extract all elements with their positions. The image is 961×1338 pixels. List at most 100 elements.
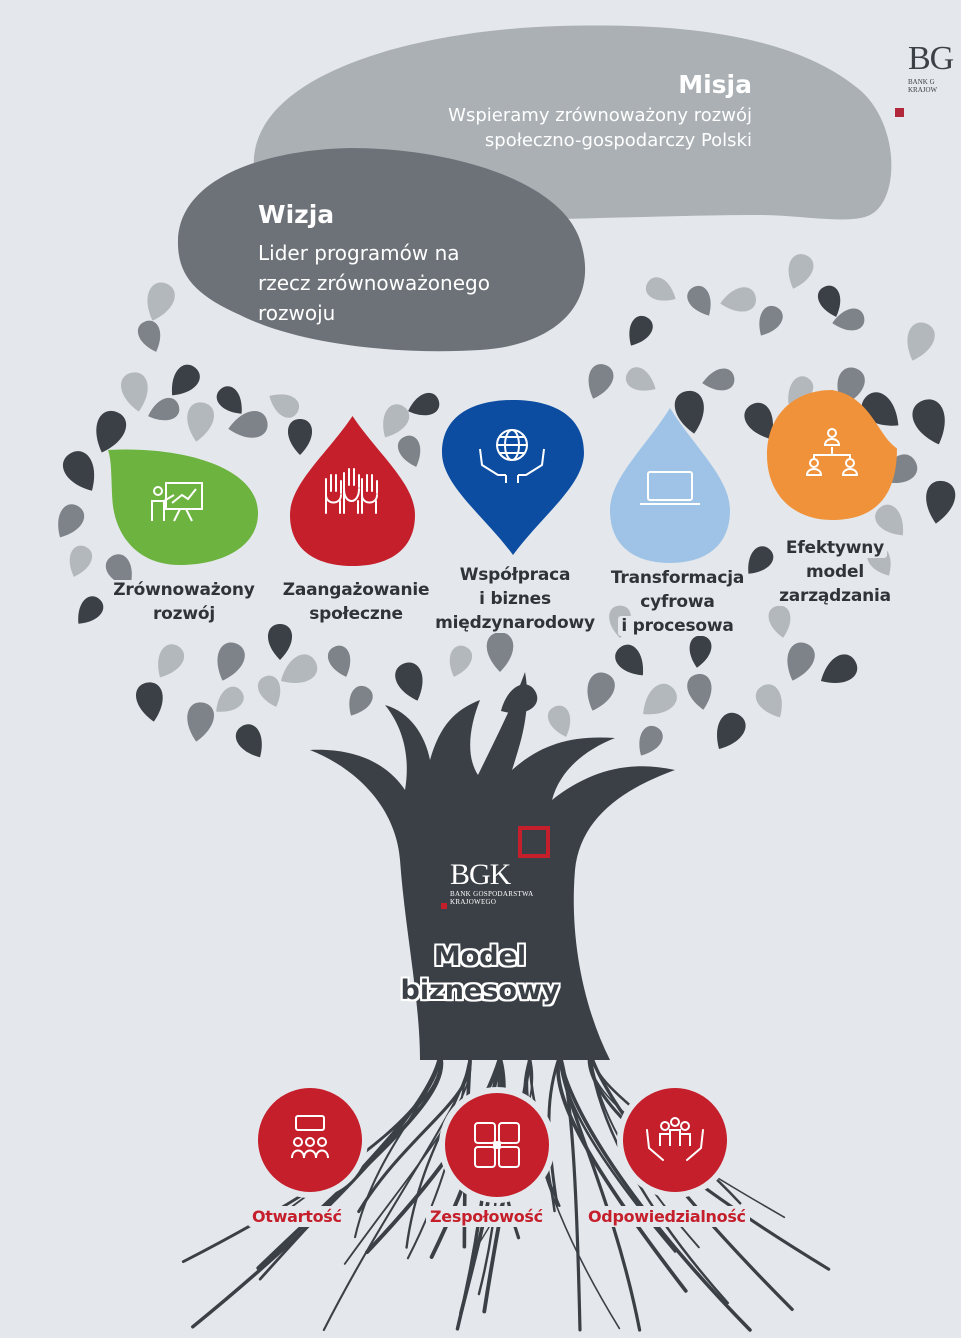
trunk-logo-square [518,826,550,858]
value-circle [439,1087,555,1203]
pillar-label-social: Zaangażowanie społeczne [272,578,440,626]
vision-text: Lider programów na rzecz zrównoważonego … [258,238,548,328]
leaf [257,675,281,707]
leaf [626,367,656,391]
trunk-logo-dot [441,903,447,909]
corner-logo-square [895,108,904,117]
leaf [687,674,712,710]
leaf [587,672,615,711]
pillar-label-line: Zaangażowanie [279,580,433,600]
vision-title: Wizja [258,200,335,229]
corner-logo-letters: BG [908,40,954,77]
pillar-drop-shape [290,416,415,566]
vision-text-line: rozwoju [258,301,336,325]
mission-text-line: społeczno-gospodarczy Polski [484,130,752,151]
leaf [408,392,440,416]
leaf [217,642,245,681]
value-circle [617,1082,733,1198]
leaf [832,308,865,331]
corner-logo-line: KRAJOW [908,86,938,94]
business-model-label: Model biznesowy [380,940,580,1008]
leaf [717,712,746,750]
leaf [755,684,782,718]
leaf [687,286,711,316]
leaf [486,632,514,672]
leaf [78,596,104,624]
root [558,1053,752,1332]
leaf [121,372,148,412]
pillar-label-line: zarządzania [776,586,894,606]
pillar-label-international: Współpraca i biznes międzynarodowy [420,563,610,635]
pillar-drop-shape [108,449,258,565]
leaf [820,654,858,683]
corner-logo: BG BANK G KRAJOW [908,40,961,120]
leaves-decoration [58,254,956,758]
pillar-label-line: rozwój [150,604,218,624]
leaf [768,605,791,638]
leaf [397,435,421,467]
leaf [136,682,163,722]
value-circle-shape [258,1088,362,1192]
pillar-label-line: Zrównoważony [110,580,258,600]
pillar-label-line: międzynarodowy [432,613,598,633]
pillars [108,390,897,566]
leaf [287,419,313,455]
leaf [643,683,677,715]
leaf [926,480,956,524]
pillar-drop [108,449,258,565]
pillar-drop [767,390,897,520]
leaf [744,402,773,440]
root [343,1057,472,1265]
root [547,1053,562,1207]
trunk-logo-line: KRAJOWEGO [450,898,497,906]
people-in-hands-icon [646,1117,704,1161]
leaf [395,662,423,701]
leaf [58,504,85,538]
pillar-label-line: Współpraca [456,565,574,585]
leaf [689,635,712,668]
laptop-icon [640,471,700,505]
business-model-line: biznesowy [400,975,560,1006]
pillar-label-line: Efektywny [782,538,888,558]
leaf [875,504,903,536]
pillar-label-line: Transformacja [607,568,748,588]
leaf [629,316,653,346]
trunk-logo-line: BANK GOSPODARSTWA [450,890,534,898]
leaf [547,705,571,737]
pillar-label-digital: Transformacja cyfrowa i procesowa [590,566,765,638]
leaf [817,285,841,317]
leaf [69,545,93,577]
leaf [147,282,175,321]
pillar-drop-shape [442,400,584,555]
leaf [788,254,814,289]
leaf [235,724,262,758]
pillar-drop [290,416,415,566]
pillar-label-management: Efektywny model zarządzania [760,536,910,608]
leaf [105,554,132,588]
leaf [158,644,185,678]
tree-trunk [310,672,675,1060]
leaf [172,364,200,396]
pillar-drop-shape [610,408,730,563]
value-label-teamwork: Zespołowość [426,1206,547,1227]
leaf [912,399,945,445]
leaf [383,404,410,438]
discussion-group-icon [291,1115,329,1159]
leaf [269,394,299,418]
presentation-chart-icon [151,482,203,522]
mission-text: Wspieramy zrównoważony rozwój społeczno-… [330,103,752,153]
corner-logo-line: BANK G [908,78,935,86]
root [353,1053,442,1239]
pillar-label-line: cyfrowa [637,592,718,612]
value-label-openness: Otwartość [248,1206,346,1227]
value-circle-shape [623,1088,727,1192]
leaf [349,686,373,716]
vision-bubble [177,148,586,352]
leaf [720,287,756,312]
leaf [137,320,161,352]
leaf [759,306,783,336]
leaf [187,402,214,442]
vision-text-line: rzecz zrównoważonego [258,271,490,295]
leaf [787,642,815,681]
